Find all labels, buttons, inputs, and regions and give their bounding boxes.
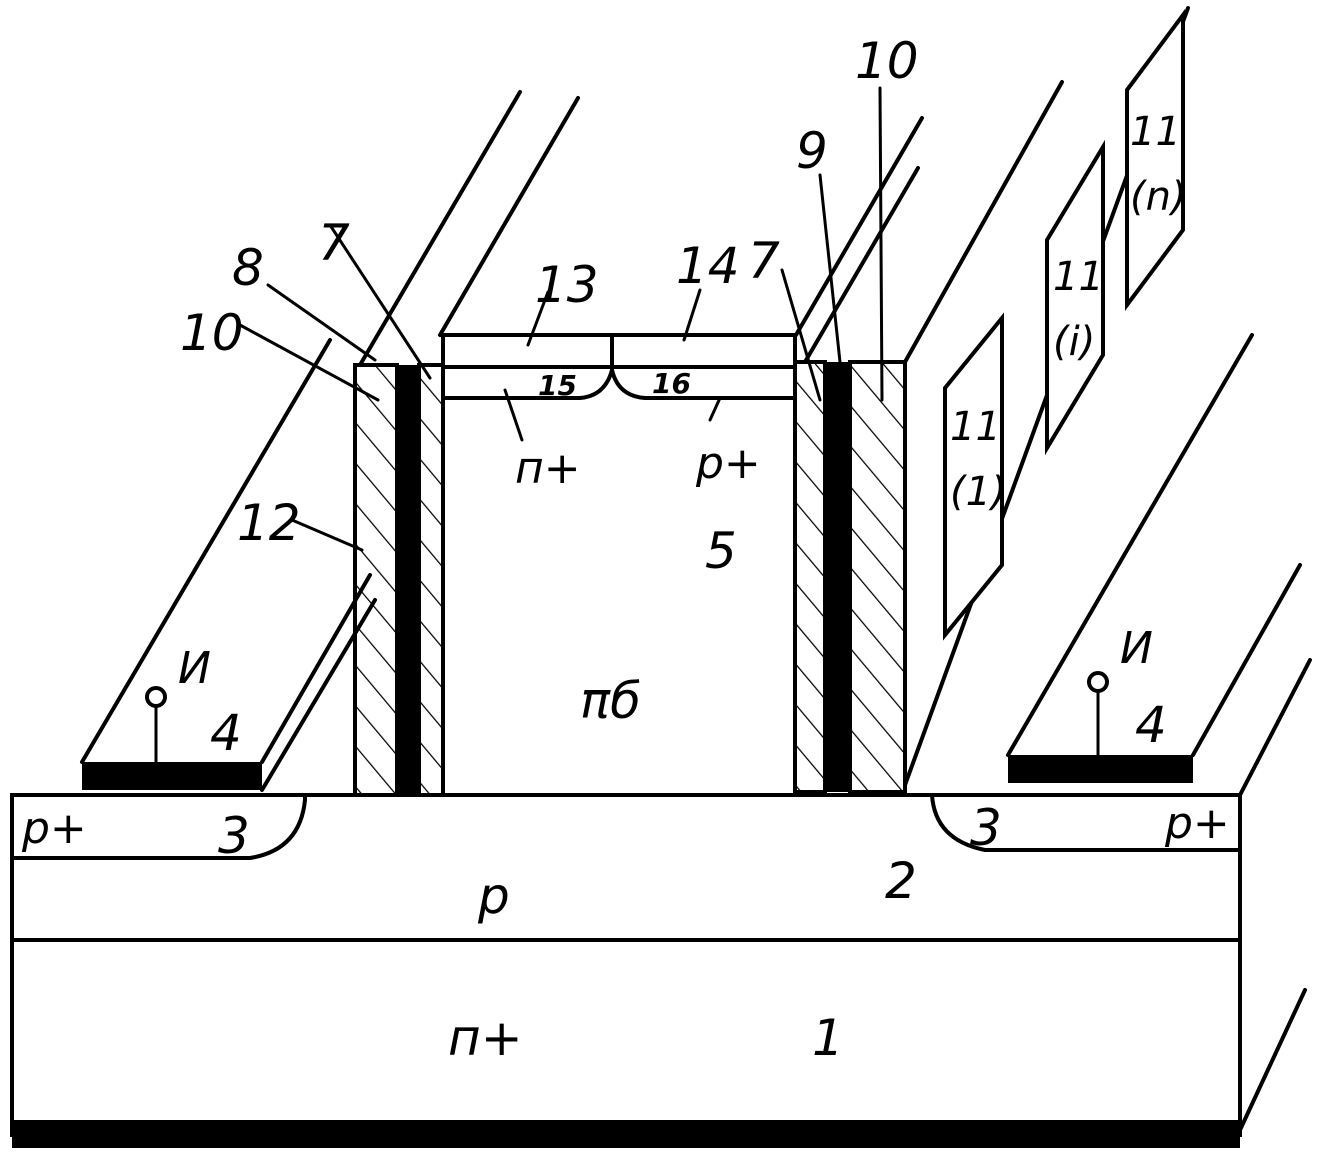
label-gate-n-num: 11: [1130, 109, 1181, 155]
label-p-base: p: [477, 867, 510, 925]
substrate-depth-edge-bottom: [1240, 990, 1305, 1130]
label-n-plus-top: п+: [515, 443, 581, 494]
label-9: 9: [796, 122, 828, 180]
label-10-left: 10: [180, 304, 244, 362]
right-dielectric-inner: [795, 362, 825, 792]
substrate-block: [12, 660, 1310, 1148]
substrate-depth-edge-top: [1240, 660, 1310, 795]
label-source-right: И: [1120, 623, 1153, 674]
label-gate-n-idx: (n): [1130, 174, 1187, 220]
label-7-right: 7: [748, 232, 780, 290]
label-p-plus-top: p+: [695, 438, 761, 489]
right-gate-black: [825, 362, 850, 792]
label-4-right: 4: [1135, 696, 1167, 754]
label-10-right: 10: [855, 32, 919, 90]
label-p-plus-right: p+: [1164, 798, 1230, 849]
label-2: 2: [885, 852, 917, 910]
label-n-plus-substrate: п+: [448, 1009, 523, 1067]
gate-pad-n: [1127, 15, 1183, 305]
label-p-plus-left: p+: [21, 803, 87, 854]
left-dielectric-outer: [355, 365, 397, 795]
label-13: 13: [535, 256, 599, 314]
label-15: 15: [538, 369, 577, 402]
left-dielectric-inner: [419, 365, 443, 795]
label-16: 16: [652, 367, 691, 400]
left-source-terminal-icon: [147, 688, 165, 706]
substrate-front-face: [12, 795, 1240, 1135]
left-trench-stack: [355, 365, 443, 795]
left-gate-black: [397, 365, 419, 795]
right-dielectric-outer: [850, 362, 905, 792]
label-pi-b: πб: [580, 672, 641, 730]
label-gate-i-idx: (i): [1053, 319, 1095, 365]
label-3-right: 3: [970, 799, 1002, 857]
label-1: 1: [812, 1009, 844, 1067]
label-gate-1-idx: (1): [950, 469, 1007, 515]
label-3-left: 3: [218, 807, 250, 865]
label-8: 8: [232, 239, 264, 297]
top-contacts: [443, 335, 795, 398]
drain-contact-strip: [12, 1120, 1240, 1148]
n-plus-p-plus-top-boundary: [443, 370, 795, 398]
label-gate-i-num: 11: [1053, 254, 1104, 300]
label-source-left: И: [178, 643, 211, 694]
top-metal-layer: [443, 335, 795, 367]
right-source-terminal-icon: [1089, 673, 1107, 691]
label-4-left: 4: [210, 704, 242, 762]
label-7-left: 7: [318, 214, 350, 272]
label-5: 5: [705, 522, 737, 580]
label-12: 12: [237, 494, 301, 552]
label-14: 14: [676, 237, 740, 295]
label-gate-1-num: 11: [950, 404, 1001, 450]
right-trench-stack: [795, 362, 905, 792]
